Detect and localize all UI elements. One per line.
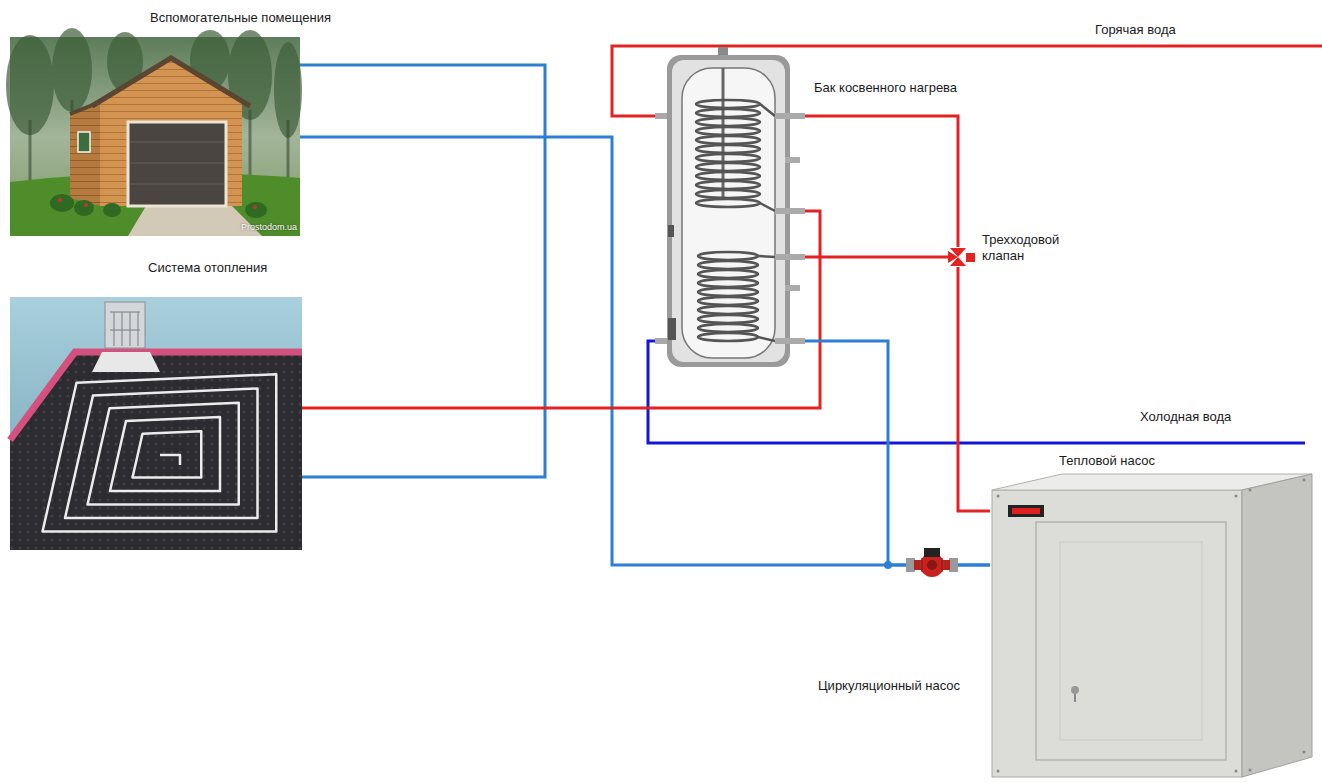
node-caption: Бак косвенного нагрева [814,80,957,96]
node-caption: Вспомогательные помещения [150,10,331,26]
node-shape [10,37,300,236]
node-caption: Тепловой насос [1059,453,1155,469]
pipe-connector [805,256,948,259]
part-label: Циркуляционный насос [818,678,960,694]
garage-node: Вспомогательные помещения [10,10,332,236]
valve-node: Трехходовой клапан [948,232,1082,267]
node-shape [637,55,805,367]
pipe-connector [805,116,958,247]
pipe-connector [300,65,545,477]
heat-pump-node: Тепловой насос [990,453,1312,777]
pipe-connector [300,137,990,565]
node-shape [10,297,302,550]
pipe-connector [958,267,990,511]
pipe-label: Холодная вода [1140,409,1231,425]
pipe-connector [302,211,820,408]
node-caption: Трехходовой клапан [982,232,1082,264]
node-caption: Система отопления [148,260,267,276]
pipe-label: Горячая вода [1095,22,1176,38]
node-shape [990,474,1312,777]
node-shape [948,247,976,267]
watermark: Prostodom.ua [241,222,297,233]
tank-node: Бак косвенного нагрева [637,55,958,367]
heating-node: Система отопления [10,260,302,550]
pipe-connector [805,341,990,565]
